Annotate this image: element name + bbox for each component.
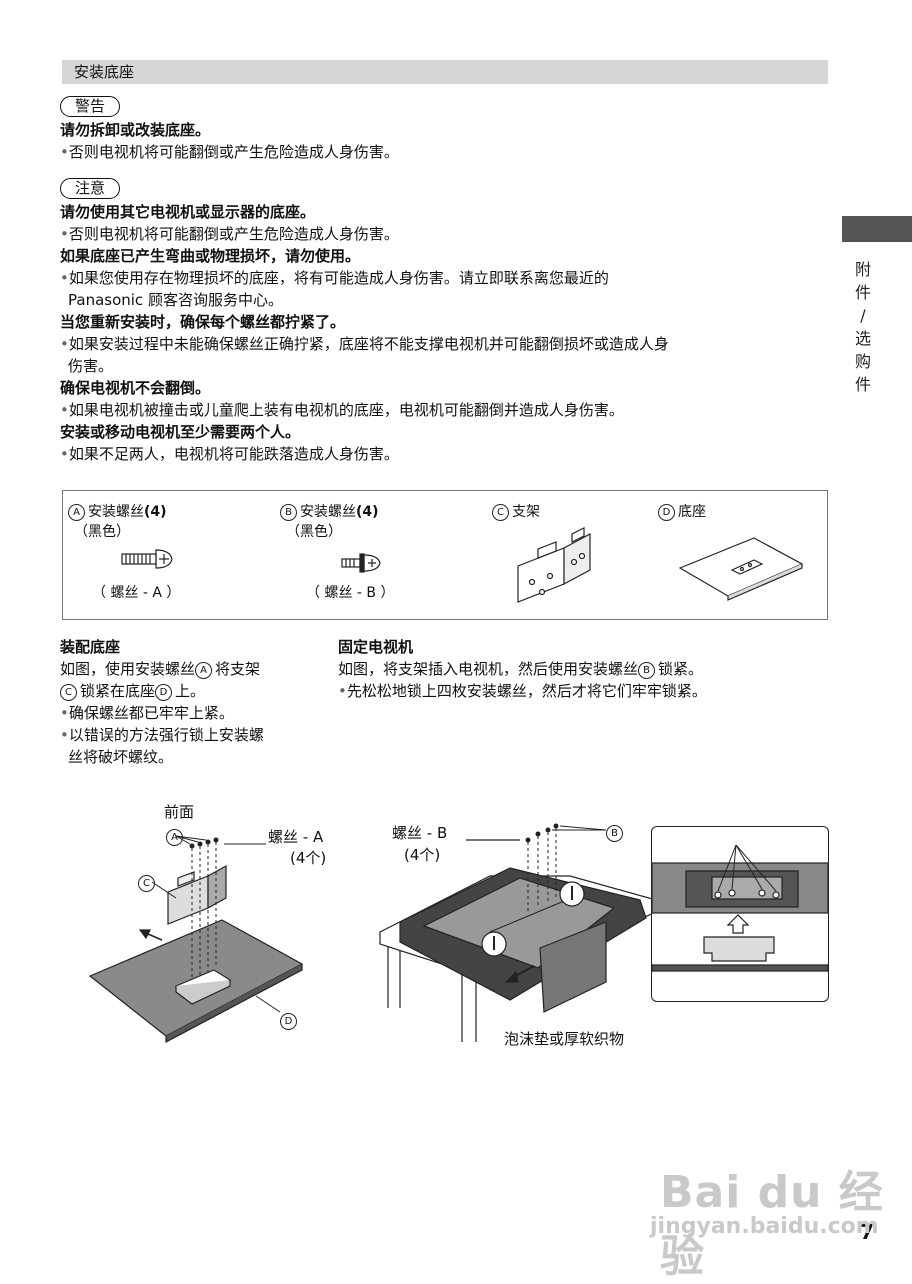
bracket-icon bbox=[517, 527, 591, 603]
fig-mark-b: B bbox=[606, 822, 626, 842]
fig-mark-d: D bbox=[280, 1010, 300, 1030]
caution-heading: 安装或移动电视机至少需要两个人。 bbox=[60, 423, 301, 441]
part-color-b: （黑色） bbox=[286, 524, 342, 540]
assemble-bullet-1: •确保螺丝都已牢牢上紧。 bbox=[60, 704, 234, 722]
part-qty-a: (4) bbox=[144, 504, 167, 520]
warning-bullet: •否则电视机将可能翻倒或产生危险造成人身伤害。 bbox=[60, 143, 399, 161]
caution-block: 注意 请勿使用其它电视机或显示器的底座。 •否则电视机将可能翻倒或产生危险造成人身… bbox=[60, 178, 830, 465]
assemble-title: 装配底座 bbox=[60, 638, 121, 656]
front-label: 前面 bbox=[164, 803, 195, 821]
caution-bullet: 伤害。 bbox=[68, 357, 114, 375]
caution-bullet: •否则电视机将可能翻倒或产生危险造成人身伤害。 bbox=[60, 225, 399, 243]
caution-pill: 注意 bbox=[60, 178, 121, 199]
part-color-a: （黑色） bbox=[74, 524, 130, 540]
inline-mark-c: C bbox=[60, 684, 77, 701]
warning-heading: 请勿拆卸或改装底座。 bbox=[60, 121, 211, 139]
parts-box bbox=[62, 490, 828, 620]
screw-a-icon bbox=[121, 549, 173, 569]
warning-pill: 警告 bbox=[60, 96, 121, 117]
part-mark-b: B bbox=[280, 504, 297, 521]
mount-tv-diagram bbox=[379, 823, 657, 1042]
inline-mark-d: D bbox=[155, 684, 173, 701]
part-mark-c: C bbox=[492, 504, 509, 521]
caution-items: 请勿使用其它电视机或显示器的底座。 •否则电视机将可能翻倒或产生危险造成人身伤害。… bbox=[60, 201, 830, 465]
part-name-c: 支架 bbox=[512, 504, 540, 520]
side-tab-label: 附件/选购件 bbox=[852, 258, 874, 396]
caution-heading: 如果底座已产生弯曲或物理损坏，请勿使用。 bbox=[60, 247, 361, 265]
inset-detail-box bbox=[651, 826, 829, 1002]
caution-bullet: •如果不足两人，电视机将可能跌落造成人身伤害。 bbox=[60, 445, 399, 463]
caution-bullet: •如果安装过程中未能确保螺丝正确拧紧，底座将不能支撑电视机并可能翻倒损坏或造成人… bbox=[60, 335, 669, 353]
caution-heading: 请勿使用其它电视机或显示器的底座。 bbox=[60, 203, 316, 221]
warning-block: 警告 请勿拆卸或改装底座。 •否则电视机将可能翻倒或产生危险造成人身伤害。 bbox=[60, 96, 830, 163]
screw-b-icon bbox=[341, 553, 381, 573]
assemble-bullet-2-cont: 丝将破坏螺纹。 bbox=[68, 748, 174, 766]
part-qty-b: (4) bbox=[356, 504, 379, 520]
screw-b-count: (4个) bbox=[404, 846, 441, 864]
side-tab-marker bbox=[842, 216, 912, 242]
assemble-bullet-2: •以错误的方法强行锁上安装螺 bbox=[60, 726, 264, 744]
part-name-a: 安装螺丝 bbox=[88, 504, 144, 520]
caution-heading: 确保电视机不会翻倒。 bbox=[60, 379, 211, 397]
assemble-stand-diagram bbox=[88, 835, 304, 1043]
page-number: 7 bbox=[860, 1220, 874, 1244]
part-mark-a: A bbox=[68, 504, 85, 521]
pad-label: 泡沫垫或厚软织物 bbox=[504, 1030, 625, 1048]
part-caption-b: （ 螺丝 - B ） bbox=[306, 585, 395, 601]
part-caption-a: （ 螺丝 - A ） bbox=[92, 585, 181, 601]
section-title: 安装底座 bbox=[62, 60, 828, 84]
side-tab-text: 附件/选购件 bbox=[854, 260, 871, 394]
warning-items: 请勿拆卸或改装底座。 •否则电视机将可能翻倒或产生危险造成人身伤害。 bbox=[60, 119, 830, 163]
inline-mark-b: B bbox=[638, 662, 656, 679]
caution-bullet: Panasonic 顾客咨询服务中心。 bbox=[68, 291, 283, 309]
fix-tv-bullet-1: •先松松地锁上四枚安装螺丝，然后才将它们牢牢锁紧。 bbox=[338, 682, 707, 700]
screw-b-label: 螺丝 - B bbox=[392, 824, 448, 842]
watermark-logo: Bai du 经验 bbox=[660, 1167, 884, 1282]
caution-bullet: •如果您使用存在物理损坏的底座，将有可能造成人身伤害。请立即联系离您最近的 bbox=[60, 269, 609, 287]
caution-heading: 当您重新安装时，确保每个螺丝都拧紧了。 bbox=[60, 313, 346, 331]
caution-bullet: •如果电视机被撞击或儿童爬上装有电视机的底座，电视机可能翻倒并造成人身伤害。 bbox=[60, 401, 624, 419]
screw-a-count: (4个) bbox=[290, 849, 327, 867]
inline-mark-a: A bbox=[195, 662, 213, 679]
part-mark-d: D bbox=[658, 504, 675, 521]
fix-tv-title: 固定电视机 bbox=[338, 638, 414, 656]
part-name-b: 安装螺丝 bbox=[300, 504, 356, 520]
watermark-url: jingyan.baidu.com bbox=[650, 1214, 879, 1239]
inset-detail-diagram bbox=[652, 844, 828, 972]
part-name-d: 底座 bbox=[678, 504, 706, 520]
base-plate-icon bbox=[678, 537, 804, 601]
screw-a-label: 螺丝 - A bbox=[268, 828, 324, 846]
